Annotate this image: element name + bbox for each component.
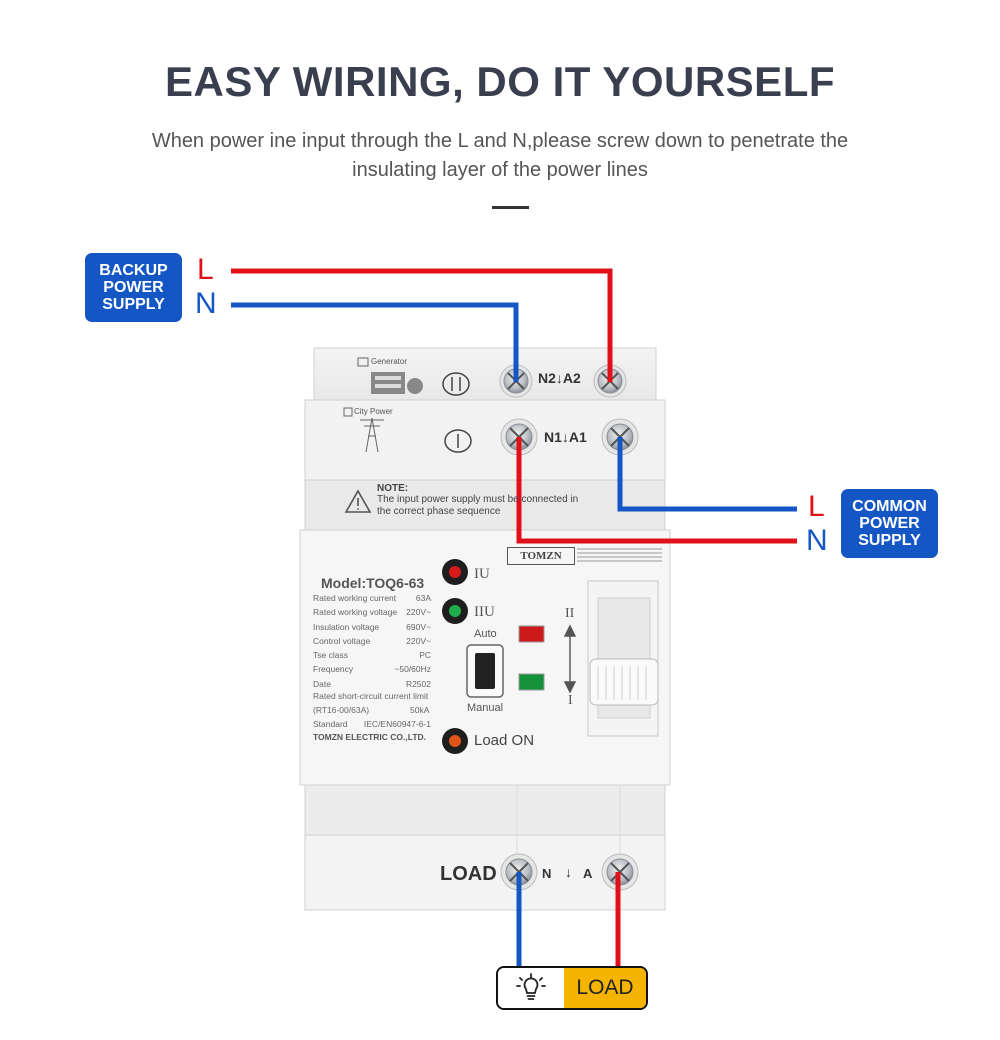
common-neutral-wire xyxy=(516,437,797,544)
spec-key: Frequency xyxy=(313,664,354,675)
spec-value: 220V~ xyxy=(406,635,431,646)
spec-table: Rated working current 63A Rated working v… xyxy=(313,591,431,691)
light-bulb-icon xyxy=(498,968,564,1008)
load-terminal-label: LOAD xyxy=(440,863,497,885)
city-power-label: City Power xyxy=(354,407,393,416)
spec-value: 63A xyxy=(415,593,431,603)
position-arrow xyxy=(563,624,577,694)
spec-key: Insulation voltage xyxy=(313,621,380,632)
spec-row: Insulation voltage 690V~ xyxy=(313,620,431,634)
backup-live-wire xyxy=(231,268,613,382)
standard-row: Standard IEC/EN60947-6-1 xyxy=(313,719,431,729)
iiu-indicator-led xyxy=(442,598,468,624)
common-power-supply-label: COMMON POWER SUPPLY xyxy=(841,489,938,558)
spec-row: Frequency ~50/60Hz xyxy=(313,662,431,676)
load-label: LOAD xyxy=(564,968,646,1008)
spec-row: Date R2502 xyxy=(313,677,431,691)
spec-row: Control voltage 220V~ xyxy=(313,634,431,648)
spec-value: ~50/60Hz xyxy=(394,664,431,675)
common-n-label: N xyxy=(806,524,828,557)
spec-key: Rated working voltage xyxy=(313,607,398,618)
rt16-value: 50kA xyxy=(410,705,430,715)
spec-key: Rated working current xyxy=(313,593,397,603)
note-title: NOTE: xyxy=(377,483,409,494)
note-text: The input power supply must be connected… xyxy=(377,494,579,517)
standard-key: Standard xyxy=(313,719,348,729)
iiu-label: IIU xyxy=(474,604,495,620)
common-live-wire xyxy=(617,437,797,512)
backup-l-label: L xyxy=(197,253,214,286)
auto-label: Auto xyxy=(474,628,497,640)
common-l-label: L xyxy=(808,490,825,523)
page-subtitle: When power ine input through the L and N… xyxy=(151,130,849,181)
spec-key: Control voltage xyxy=(313,635,371,646)
brand-stripes xyxy=(577,548,662,562)
standard-value: IEC/EN60947-6-1 xyxy=(363,719,431,729)
red-indicator-window xyxy=(518,625,545,643)
warning-icon xyxy=(344,489,372,513)
load-on-indicator-led xyxy=(442,728,468,754)
page-title: EASY WIRING, DO IT YOURSELF xyxy=(164,58,836,105)
backup-n-label: N xyxy=(195,287,217,320)
load-terminal-n-label: N xyxy=(542,866,552,881)
backup-power-supply-label: BACKUP POWER SUPPLY xyxy=(85,253,182,322)
spec-value: PC xyxy=(419,650,431,661)
power-tower-icon xyxy=(343,407,384,453)
iu-label: IU xyxy=(474,566,490,582)
divider xyxy=(492,206,529,209)
spec-value: 220V~ xyxy=(406,607,431,618)
spec-value: R2502 xyxy=(405,678,431,689)
rated-short-circuit-label: Rated short-circuit current limit xyxy=(313,691,429,701)
switch-handle xyxy=(587,580,659,737)
position-ii-label: II xyxy=(565,606,575,621)
load-box: LOAD xyxy=(496,966,648,1010)
load-terminal-a-label: A xyxy=(583,866,593,881)
auto-manual-selector xyxy=(466,644,504,698)
position-i-label: I xyxy=(568,693,573,708)
rt16-label: (RT16-00/63A) xyxy=(313,705,370,715)
source-ii-symbol xyxy=(442,372,470,396)
brand-logo: TOMZN xyxy=(507,547,575,565)
terminal-top-label: N2↓A2 xyxy=(538,370,581,386)
spec-row: Rated working voltage 220V~ xyxy=(313,605,431,619)
source-i-symbol xyxy=(444,429,472,453)
manual-label: Manual xyxy=(467,702,504,714)
terminal-mid-label: N1↓A1 xyxy=(544,429,587,445)
load-on-label: Load ON xyxy=(474,732,535,749)
model-label: Model:TOQ6-63 xyxy=(321,575,425,591)
spec-key: Tse class xyxy=(313,650,348,661)
generator-icon xyxy=(357,357,423,394)
spec-row: Tse class PC xyxy=(313,648,431,662)
iu-indicator-led xyxy=(442,559,468,585)
backup-neutral-wire xyxy=(231,302,519,382)
spec-value: 690V~ xyxy=(406,621,431,632)
spec-row: Rated working current 63A xyxy=(313,591,431,605)
green-indicator-window xyxy=(518,673,545,691)
load-terminal-arrow: ↓ xyxy=(565,864,572,880)
spec-key: Date xyxy=(313,678,331,689)
company-label: TOMZN ELECTRIC CO.,LTD. xyxy=(313,732,427,742)
generator-label: Generator xyxy=(371,357,408,366)
